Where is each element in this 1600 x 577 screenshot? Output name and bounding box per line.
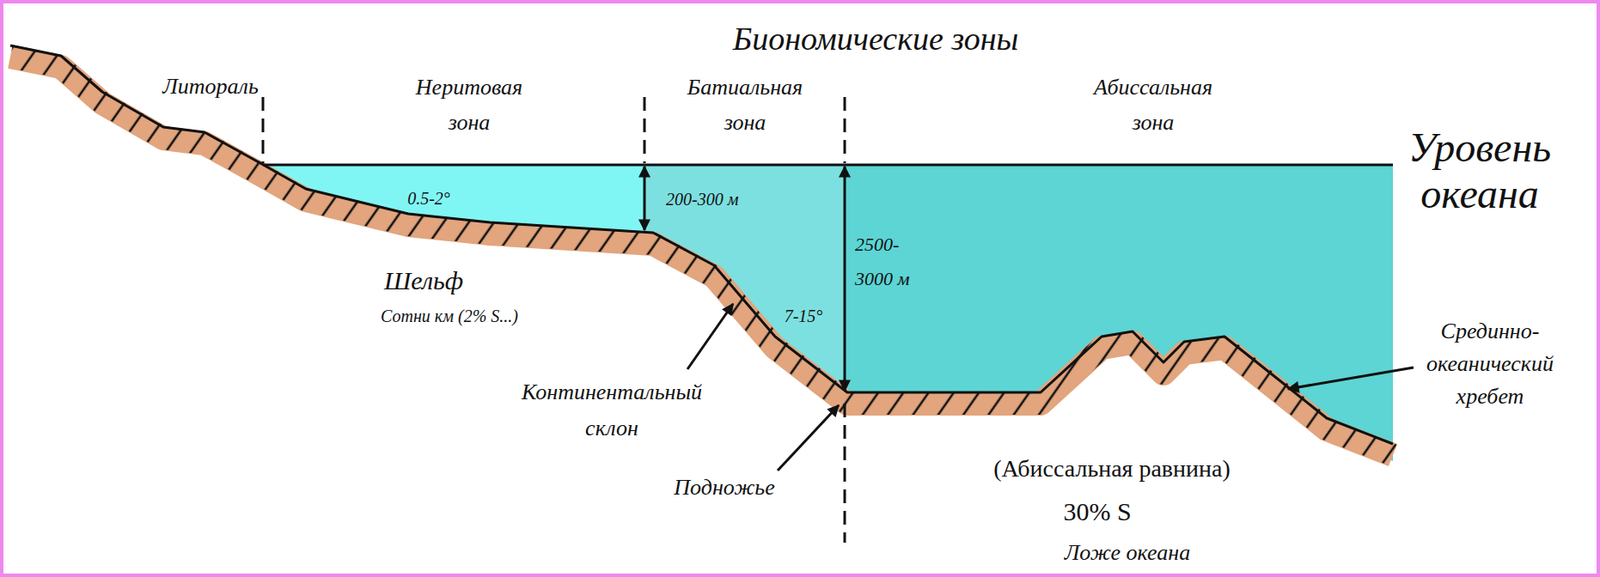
seabed-band — [10, 56, 1393, 456]
zone-name: Неритовая зона — [396, 69, 543, 141]
depth-arrow — [643, 166, 647, 231]
zone-name: Батиальная зона — [671, 69, 819, 141]
part-name: (Абиссальная равнина) — [957, 454, 1267, 484]
leader-arrow — [1288, 367, 1414, 390]
leader-arrow — [687, 304, 733, 370]
zone-boundary — [843, 97, 847, 164]
leader-arrow — [777, 405, 839, 471]
ocean-surface — [262, 164, 1393, 167]
shelf-note: Сотни км (2% S...) — [329, 305, 570, 327]
zone-name: Абиссальная зона — [1071, 69, 1235, 141]
slope-angle: 0.5-2° — [381, 188, 477, 209]
diagram-title: Биономические зоны — [574, 18, 1177, 59]
zone-boundary — [262, 97, 265, 164]
part-name: Срединно-океанический хребет — [1408, 315, 1572, 414]
part-name: Ложе океана — [1015, 539, 1240, 568]
depth-dimension: 200-300 м — [665, 189, 795, 210]
depth-arrow — [843, 166, 847, 391]
zone-boundary — [843, 403, 847, 544]
seabed-fill — [10, 56, 1393, 456]
slope-angle: 7-15° — [769, 305, 838, 327]
area-share: 30% S — [1011, 496, 1184, 528]
seabed-hatching — [10, 56, 1393, 456]
depth-dimension: 2500- 3000 м — [854, 227, 928, 297]
part-name: Континентальный склон — [504, 374, 720, 447]
part-name: Подножье — [638, 474, 811, 502]
part-name: Шельф — [337, 265, 510, 297]
sea-level-label: Уровень океана — [1380, 124, 1579, 218]
zone-name: Литораль — [124, 73, 297, 101]
zone-boundary — [643, 97, 647, 164]
